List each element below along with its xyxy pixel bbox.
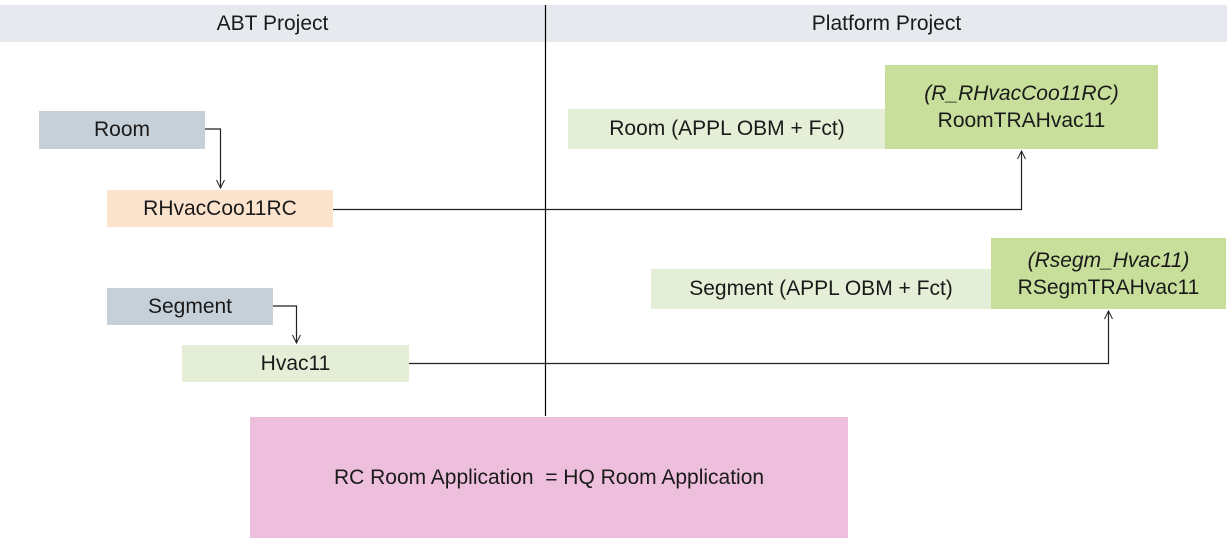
- platform-room-label: Room (APPL OBM + Fct): [609, 117, 845, 140]
- segment-instance-label: Hvac11: [260, 351, 331, 375]
- platform-segment-label: Segment (APPL OBM + Fct): [689, 277, 953, 300]
- platform-project-header: Platform Project: [546, 5, 1227, 42]
- abt-room-box: Room: [39, 111, 205, 149]
- platform-segment-name: RSegmTRAHvac11: [1017, 275, 1200, 299]
- platform-segment-label-box: Segment (APPL OBM + Fct): [651, 269, 991, 309]
- application-box: RC Room Application = HQ Room Applicatio…: [250, 417, 848, 538]
- abt-room-label: Room: [93, 118, 151, 141]
- platform-segment-ref: (Rsegm_Hvac11): [1027, 248, 1190, 272]
- abt-segment-label: Segment: [147, 294, 233, 318]
- room-instance-label: RHvacCoo11RC: [143, 196, 297, 220]
- platform-room-ref: (R_RHvacCoo11RC): [924, 82, 1119, 105]
- segment-to-instance-arrow: [273, 305, 297, 343]
- abt-segment-box: Segment: [107, 288, 273, 325]
- segment-instance-to-platform-arrow: [409, 311, 1109, 365]
- platform-room-object-box: (R_RHvacCoo11RC) RoomTRAHvac11: [885, 65, 1158, 149]
- room-instance-to-platform-arrow: [333, 151, 1022, 211]
- abt-project-header: ABT Project: [0, 5, 545, 42]
- platform-room-name: RoomTRAHvac11: [937, 109, 1106, 132]
- segment-instance-box: Hvac11: [182, 345, 409, 382]
- application-label: RC Room Application = HQ Room Applicatio…: [333, 465, 765, 489]
- room-to-instance-arrow: [205, 128, 221, 188]
- room-instance-box: RHvacCoo11RC: [107, 190, 333, 227]
- platform-room-label-box: Room (APPL OBM + Fct): [568, 109, 886, 149]
- platform-segment-object-box: (Rsegm_Hvac11) RSegmTRAHvac11: [991, 238, 1226, 309]
